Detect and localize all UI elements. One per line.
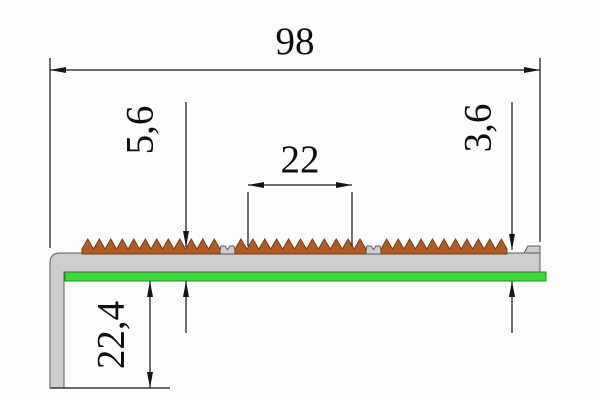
aluminum-end-cap <box>523 245 541 254</box>
arrowhead-right <box>336 182 352 188</box>
separator-rib-1 <box>218 245 237 255</box>
profile-section <box>49 237 547 389</box>
arrowhead-left <box>248 182 264 188</box>
dimension-insert-width: 22 <box>247 138 353 246</box>
dimension-edge-height: 3,6 <box>457 102 515 333</box>
insert-segment-2 <box>234 238 367 255</box>
arrowhead-down <box>509 234 515 250</box>
arrowhead-left <box>50 67 66 73</box>
dim-edge-height-label: 3,6 <box>457 104 500 153</box>
dimension-overall-width: 98 <box>49 20 541 248</box>
separator-rib-2 <box>364 245 383 255</box>
arrowhead-right <box>524 67 540 73</box>
dimension-leg-height: 22,4 <box>50 281 170 389</box>
arrowhead-down <box>147 372 153 388</box>
dimension-total-height: 5,6 <box>119 102 189 333</box>
insert-segment-1 <box>81 237 221 255</box>
insert-segment-3 <box>380 237 508 255</box>
aluminum-body <box>49 252 541 389</box>
arrowhead-down <box>183 231 189 247</box>
dim-leg-height-label: 22,4 <box>90 301 133 369</box>
dim-overall-width-label: 98 <box>276 20 315 63</box>
dim-total-height-label: 5,6 <box>119 106 162 155</box>
arrowhead-up <box>147 281 153 297</box>
arrowhead-up <box>509 281 515 297</box>
arrowhead-up <box>183 281 189 297</box>
adhesive-strip <box>64 271 547 282</box>
dim-insert-width-label: 22 <box>281 138 320 181</box>
